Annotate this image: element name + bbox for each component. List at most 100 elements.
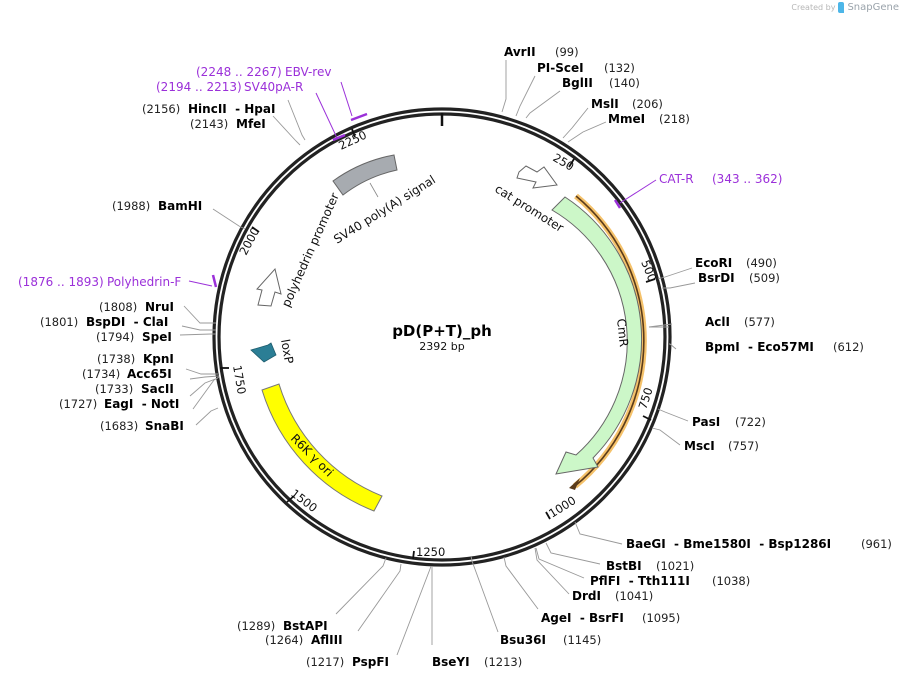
- site-pflfi-tth111i[interactable]: PflFI - Tth111I(1038): [590, 574, 750, 588]
- site-name: MslI: [591, 97, 619, 111]
- site-name: SacII: [141, 382, 174, 396]
- site-pos: (1738): [97, 352, 135, 366]
- site-pos: (99): [555, 45, 579, 59]
- site-pos: (1794): [96, 330, 134, 344]
- feature-polyhedrin-promoter[interactable]: polyhedrin promoter: [256, 191, 342, 309]
- site-pos: (1988): [112, 199, 150, 213]
- scale-ticks: [220, 128, 656, 560]
- site-pos: (490): [746, 256, 777, 270]
- feature-sv40-polya[interactable]: SV40 poly(A) signal: [331, 154, 438, 247]
- site-agei-bsrfi[interactable]: AgeI - BsrFI (1095): [541, 611, 680, 625]
- primer-ebv-rev[interactable]: (2248 .. 2267) EBV-rev: [196, 65, 331, 79]
- tick-250: 250: [551, 150, 577, 173]
- site-name: AgeI - BsrFI: [541, 611, 624, 625]
- site-pos: (577): [744, 315, 775, 329]
- loxp-label: loxP: [278, 338, 296, 365]
- site-pos: (1145): [563, 633, 601, 647]
- site-bpmi-eco57mi[interactable]: BpmI - Eco57MI(612): [705, 340, 864, 354]
- site-acc65i[interactable]: (1734)Acc65I: [82, 367, 172, 381]
- site-name: AflIII: [311, 633, 343, 647]
- feature-loxp[interactable]: loxP: [250, 338, 296, 365]
- site-pos: (1727): [59, 397, 97, 411]
- tick-1250: 1250: [416, 545, 445, 559]
- site-name: Bsu36I: [500, 633, 546, 647]
- primer-range: (2194 .. 2213): [156, 80, 242, 94]
- site-name: EagI - NotI: [104, 397, 179, 411]
- feature-cat-promoter[interactable]: cat promoter: [492, 165, 566, 235]
- primer-name: SV40pA-R: [244, 80, 303, 94]
- site-hincii-hpai[interactable]: (2156)HincII - HpaI: [142, 102, 275, 116]
- site-pos: (1041): [615, 589, 653, 603]
- site-avrii[interactable]: AvrII (99): [504, 45, 579, 59]
- site-pos: (1038): [712, 574, 750, 588]
- site-name: SnaBI: [145, 419, 184, 433]
- primer-marks: [211, 112, 622, 288]
- site-pos: (1808): [99, 300, 137, 314]
- site-sacii[interactable]: (1733)SacII: [95, 382, 174, 396]
- site-name: AvrII: [504, 45, 536, 59]
- site-name: BpmI - Eco57MI: [705, 340, 814, 354]
- site-name: EcoRI: [695, 256, 732, 270]
- cmr-label: CmR: [614, 318, 631, 348]
- site-pspfi[interactable]: (1217)PspFI: [306, 655, 389, 669]
- credit-text: Created by: [791, 3, 836, 12]
- site-name: HincII - HpaI: [188, 102, 275, 116]
- credit-brand: SnapGene: [847, 2, 899, 13]
- site-name: AclI: [705, 315, 730, 329]
- primer-sv40pa-r[interactable]: (2194 .. 2213) SV40pA-R: [156, 80, 303, 94]
- site-drdi[interactable]: DrdI(1041): [572, 589, 653, 603]
- site-name: BsrDI: [698, 271, 735, 285]
- site-eagi-noti[interactable]: (1727) EagI - NotI: [59, 397, 179, 411]
- site-srui[interactable]: (1808) NruI: [99, 300, 174, 314]
- snapgene-logo-icon: [838, 2, 845, 13]
- cat-r-primer-arrow[interactable]: [569, 193, 647, 490]
- site-bstbi[interactable]: BstBI(1021): [606, 559, 694, 573]
- primer-range: (1876 .. 1893): [18, 275, 104, 289]
- primer-cat-r[interactable]: CAT-R (343 .. 362): [659, 172, 782, 186]
- site-msci[interactable]: MscI(757): [684, 439, 759, 453]
- site-bsu36i[interactable]: Bsu36I (1145): [500, 633, 601, 647]
- site-spei[interactable]: (1794) SpeI: [96, 330, 172, 344]
- enzyme-leaders: [179, 60, 696, 656]
- site-bamhi[interactable]: (1988) BamHI: [112, 199, 202, 213]
- site-pos: (140): [609, 76, 640, 90]
- site-afliii[interactable]: (1264) AflIII: [265, 633, 343, 647]
- site-pos: (961): [861, 537, 892, 551]
- site-bglii[interactable]: BglII(140): [562, 76, 640, 90]
- site-ecori[interactable]: EcoRI (490): [695, 256, 777, 270]
- site-baegi-bme1580i-bsp1286i[interactable]: BaeGI - Bme1580I - Bsp1286I(961): [626, 537, 892, 551]
- site-mfei[interactable]: (2143) MfeI: [190, 117, 266, 131]
- site-pos: (1264): [265, 633, 303, 647]
- site-pos: (132): [604, 61, 635, 75]
- site-pi-scei[interactable]: PI-SceI(132): [537, 61, 635, 75]
- polyhedrin-promoter-label: polyhedrin promoter: [279, 191, 342, 309]
- site-kpni[interactable]: (1738)KpnI: [97, 352, 174, 366]
- site-pos: (2143): [190, 117, 228, 131]
- site-msli[interactable]: MslI (206): [591, 97, 663, 111]
- site-bspdi-clai[interactable]: (1801)BspDI - ClaI: [40, 315, 168, 329]
- site-bsrdi[interactable]: BsrDI (509): [698, 271, 780, 285]
- site-acli[interactable]: AclI (577): [705, 315, 775, 329]
- site-mmei[interactable]: MmeI(218): [608, 112, 690, 126]
- site-bseyi[interactable]: BseYI (1213): [432, 655, 522, 669]
- site-snabi[interactable]: (1683)SnaBI: [100, 419, 184, 433]
- site-pos: (509): [749, 271, 780, 285]
- primer-name: EBV-rev: [285, 65, 331, 79]
- tick-1750: 1750: [230, 364, 249, 395]
- site-pos: (218): [659, 112, 690, 126]
- site-bstapi[interactable]: (1289)BstAPI: [237, 619, 328, 633]
- site-pos: (206): [632, 97, 663, 111]
- site-name: BseYI: [432, 655, 470, 669]
- site-pos: (1095): [642, 611, 680, 625]
- site-name: SpeI: [142, 330, 172, 344]
- site-name: BamHI: [158, 199, 202, 213]
- site-pos: (1213): [484, 655, 522, 669]
- feature-cmr[interactable]: CmR: [551, 196, 643, 475]
- site-name: PasI: [692, 415, 720, 429]
- site-pasi[interactable]: PasI(722): [692, 415, 766, 429]
- site-pos: (1734): [82, 367, 120, 381]
- site-name: NruI: [145, 300, 174, 314]
- primer-polyhedrin-f[interactable]: (1876 .. 1893) Polyhedrin-F: [18, 275, 181, 289]
- site-name: MfeI: [236, 117, 266, 131]
